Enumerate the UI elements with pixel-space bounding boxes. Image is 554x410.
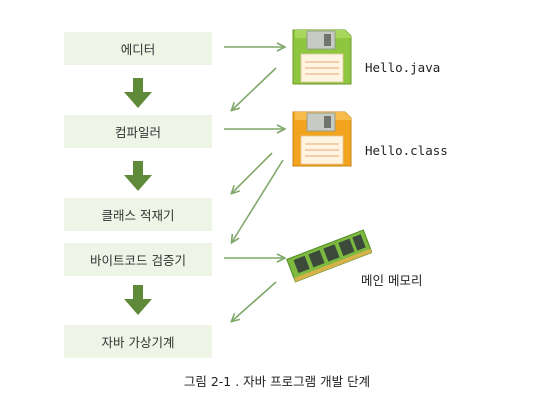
step-compiler: 컴파일러 <box>64 115 212 148</box>
step-jvm: 자바 가상기계 <box>64 325 212 358</box>
floppy-disk-icon <box>292 111 352 167</box>
step-class-loader: 클래스 적재기 <box>64 198 212 231</box>
file-label-class: Hello.class <box>365 143 448 158</box>
memory-module-icon <box>286 229 372 283</box>
arrow-class-to-loader <box>232 152 273 193</box>
arrow-class-to-verifier <box>232 159 284 242</box>
down-arrow-icon <box>124 161 152 191</box>
floppy-disk-icon <box>292 29 352 85</box>
step-editor: 에디터 <box>64 32 212 65</box>
down-arrow-icon <box>124 285 152 315</box>
arrow-memory-to-jvm <box>232 281 277 321</box>
file-label-java: Hello.java <box>365 60 441 75</box>
memory-label: 메인 메모리 <box>361 273 423 288</box>
figure-caption: 그림 2-1 . 자바 프로그램 개발 단계 <box>183 374 371 389</box>
step-bytecode-verifier: 바이트코드 검증기 <box>64 243 212 276</box>
down-arrow-icon <box>124 78 152 108</box>
arrow-java-to-compiler <box>232 67 277 110</box>
